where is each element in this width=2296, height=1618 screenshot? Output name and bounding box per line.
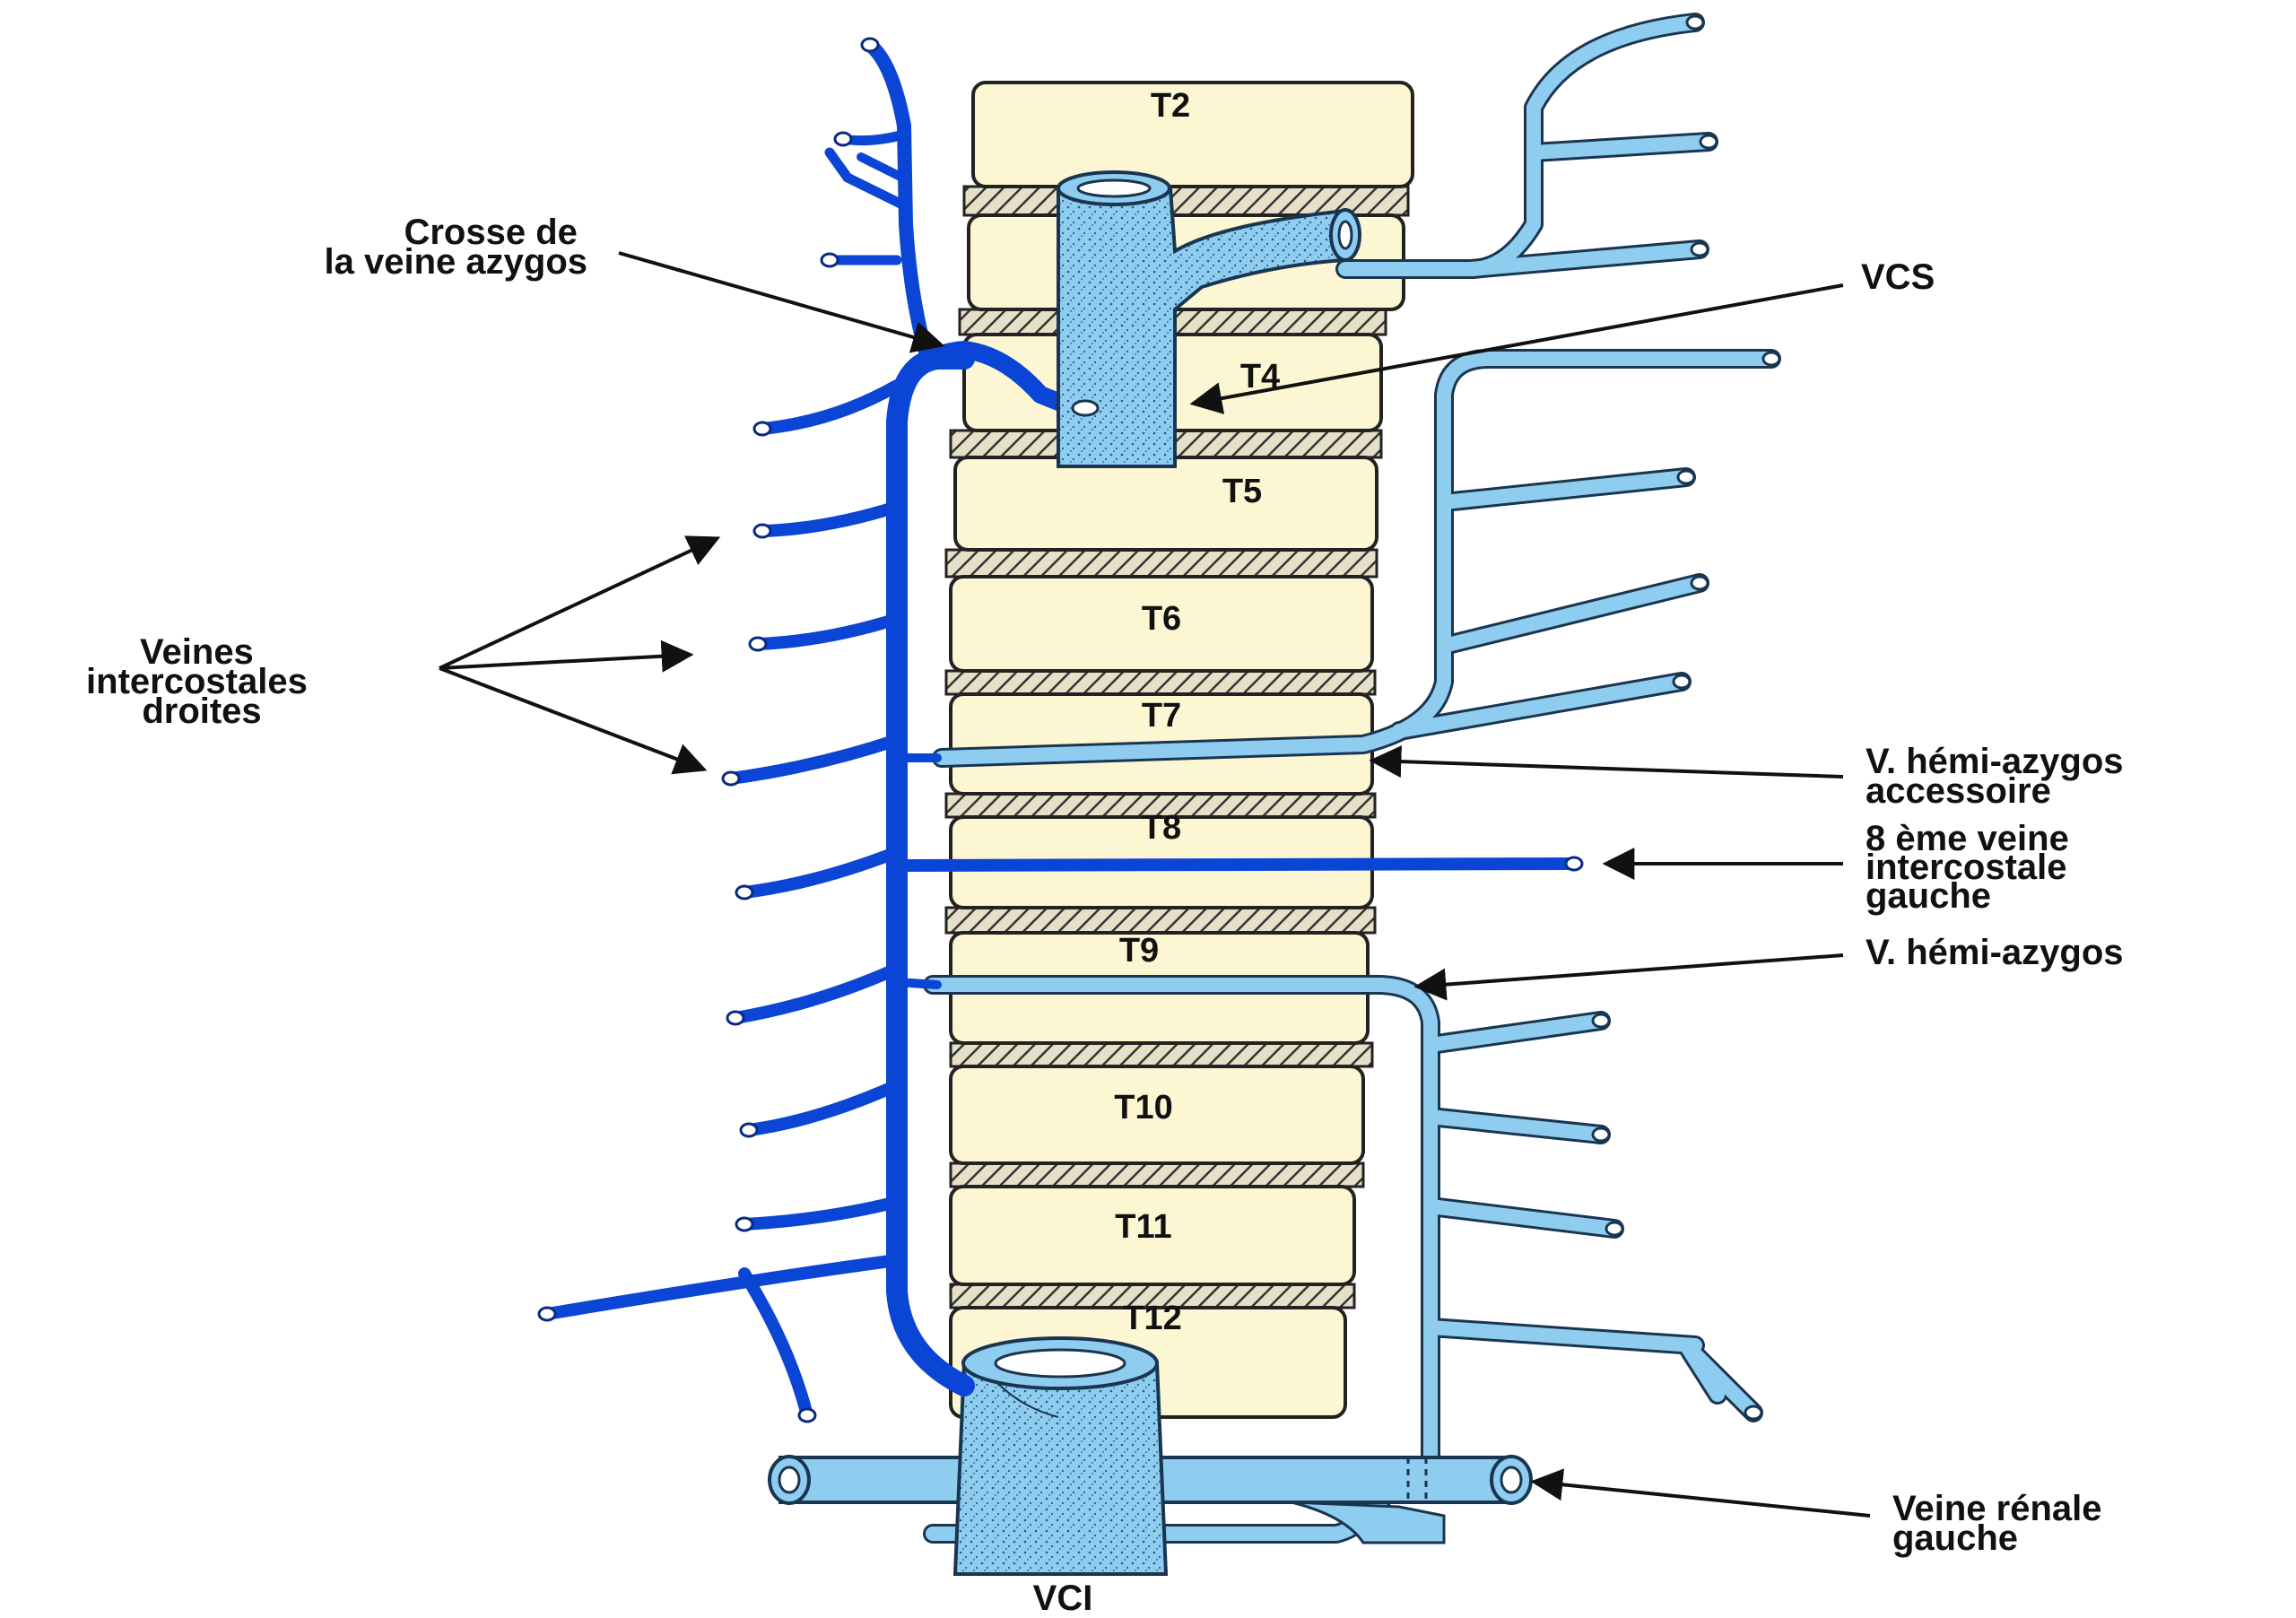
vertebra-t6 <box>949 575 1374 673</box>
leader-hemi-azygos <box>1413 953 1844 1001</box>
disc <box>949 1041 1374 1068</box>
leader-intercostales-3 <box>439 666 708 775</box>
vertebra-t2 <box>971 81 1414 188</box>
disc <box>944 792 1377 819</box>
annotations: Crosse de la veine azygos VCS Veines int… <box>86 213 2134 1618</box>
leader-renale <box>1530 1468 1871 1518</box>
label-veines-intercostales: Veines intercostales droites <box>86 632 317 731</box>
leader-intercostales-1 <box>439 535 721 670</box>
label-t5: T5 <box>1222 473 1262 510</box>
label-vci: VCI <box>1033 1579 1093 1614</box>
label-t10: T10 <box>1114 1089 1172 1127</box>
inferior-vena-cava <box>952 1336 1169 1576</box>
superior-vena-cava <box>1057 170 1361 468</box>
label-veine-renale: Veine rénale gauche <box>1892 1489 2112 1558</box>
disc <box>944 669 1377 696</box>
leader-lines <box>439 251 1871 1518</box>
leader-crosse <box>618 251 945 353</box>
disc <box>944 906 1377 935</box>
label-t9: T9 <box>1119 932 1159 970</box>
label-t2: T2 <box>1151 87 1190 125</box>
leader-vcs <box>1189 283 1844 414</box>
vertebra-t5 <box>953 456 1378 552</box>
vertebra-t11 <box>949 1185 1356 1286</box>
leader-hemi-accessoire <box>1369 745 1844 779</box>
label-t6: T6 <box>1142 600 1181 638</box>
label-hemi-azygos: V. hémi-azygos <box>1866 933 2124 972</box>
label-t11: T11 <box>1115 1208 1171 1246</box>
label-crosse: Crosse de la veine azygos <box>325 213 587 282</box>
azygos-system <box>537 37 1584 1423</box>
label-t7: T7 <box>1142 697 1181 735</box>
label-hemi-azygos-accessoire: V. hémi-azygos accessoire <box>1866 742 2134 811</box>
label-t8: T8 <box>1142 809 1181 847</box>
label-t12: T12 <box>1123 1300 1181 1337</box>
label-8eme-veine: 8 ème veine intercostale gauche <box>1866 819 2079 916</box>
vertebra-t10 <box>949 1065 1365 1165</box>
label-vcs: VCS <box>1861 257 1935 297</box>
leader-intercostales-2 <box>439 639 694 673</box>
disc <box>949 1161 1365 1188</box>
disc <box>944 548 1378 578</box>
